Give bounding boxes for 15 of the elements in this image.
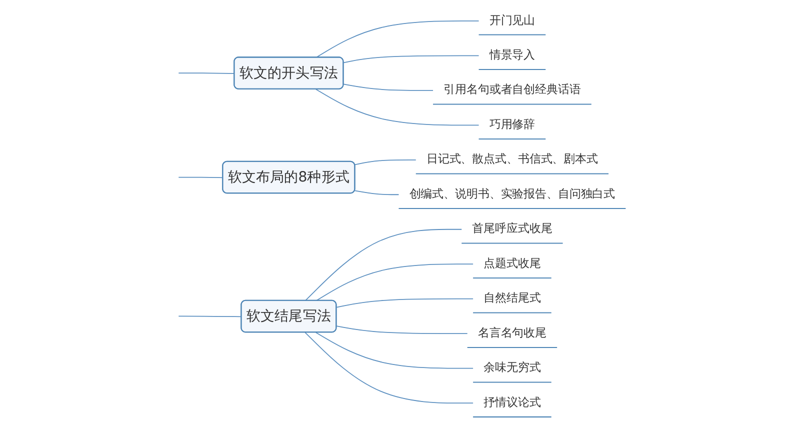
connector — [343, 84, 434, 91]
connector — [354, 159, 416, 166]
connector — [304, 228, 462, 302]
connector — [178, 176, 224, 178]
connector — [315, 20, 480, 58]
connector — [178, 316, 242, 318]
connector — [343, 55, 480, 64]
connector — [178, 72, 236, 74]
connector — [336, 298, 474, 308]
connector — [304, 332, 474, 404]
connector — [354, 190, 400, 196]
connector — [315, 88, 480, 126]
connector — [315, 264, 474, 302]
connector — [336, 326, 468, 334]
connector — [315, 332, 474, 369]
